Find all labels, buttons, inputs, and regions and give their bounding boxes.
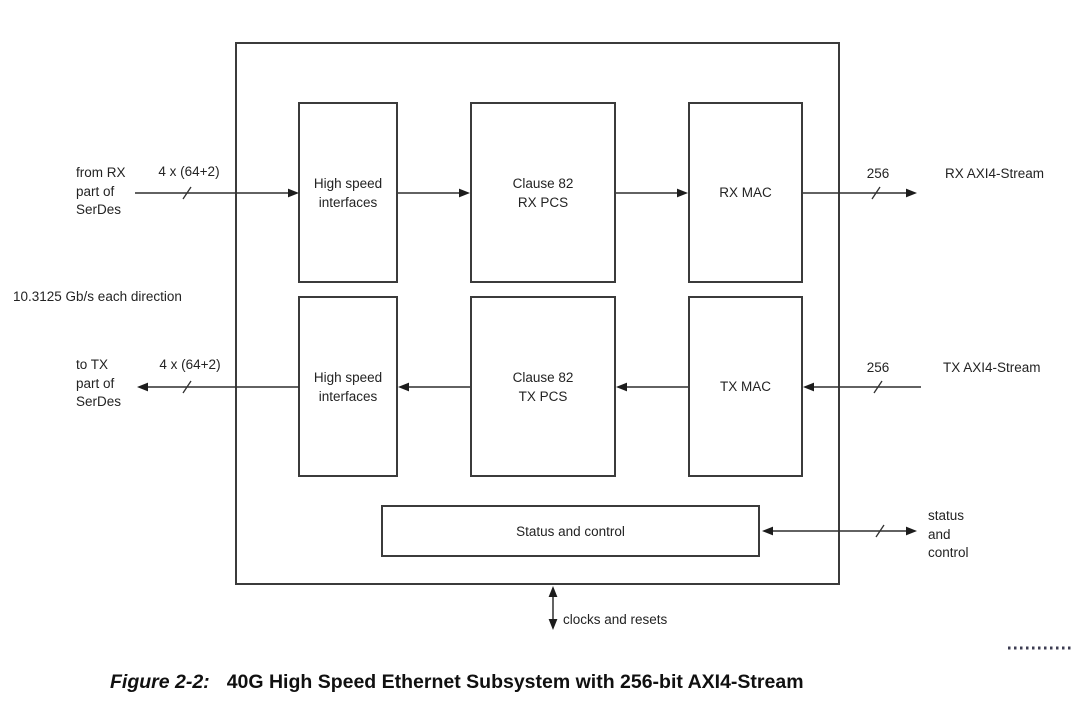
label-line-rate: 10.3125 Gb/s each direction [13,289,182,304]
bus-slash-top-right [871,186,881,200]
block-label: Clause 82 [512,369,574,385]
block-high-speed-interfaces-rx: High speed interfaces [298,102,398,283]
block-label: High speed [313,175,383,191]
label-rx-axi4-stream: RX AXI4-Stream [945,166,1045,181]
bus-slash-top-left [182,186,192,200]
bus-slash-bottom-right [873,380,883,394]
arrowhead-right-icon [906,188,917,198]
block-clause82-tx-pcs: Clause 82 TX PCS [470,296,616,477]
block-label: interfaces [318,194,378,210]
label-bus-width-top: 4 x (64+2) [158,164,220,179]
block-label: RX MAC [719,185,772,200]
arrowhead-right-icon [906,526,917,536]
label-bus-width-bottom: 4 x (64+2) [159,357,221,372]
bus-slash-status [875,524,885,538]
block-label: Clause 82 [512,175,574,191]
label-axi-width-rx: 256 [866,166,890,181]
block-label: Status and control [516,523,625,539]
arrowhead-left-icon [137,382,148,392]
bus-slash-bottom-left [182,380,192,394]
block-label: RX PCS [517,194,569,210]
block-label: High speed [313,369,383,385]
label-status-and-control-port: status and control [928,508,969,560]
block-label: TX MAC [719,379,771,394]
figure-caption: Figure 2-2: 40G High Speed Ethernet Subsy… [110,671,804,694]
label-from-rx-serdes: from RX part of SerDes [76,165,126,217]
block-rx-mac: RX MAC [688,102,803,283]
label-axi-width-tx: 256 [866,360,890,375]
label-clocks-and-resets: clocks and resets [563,612,668,627]
figure-caption-number: Figure 2-2: [110,671,210,693]
block-status-and-control: Status and control [381,505,760,557]
arrowhead-up-icon [548,586,558,597]
block-tx-mac: TX MAC [688,296,803,477]
block-label: interfaces [318,388,378,404]
figure-caption-title: 40G High Speed Ethernet Subsystem with 2… [226,671,804,693]
block-high-speed-interfaces-tx: High speed interfaces [298,296,398,477]
block-clause82-rx-pcs: Clause 82 RX PCS [470,102,616,283]
label-tx-axi4-stream: TX AXI4-Stream [943,360,1041,375]
block-label: TX PCS [518,388,568,404]
arrowhead-down-icon [548,619,558,630]
label-to-tx-serdes: to TX part of SerDes [76,357,122,409]
